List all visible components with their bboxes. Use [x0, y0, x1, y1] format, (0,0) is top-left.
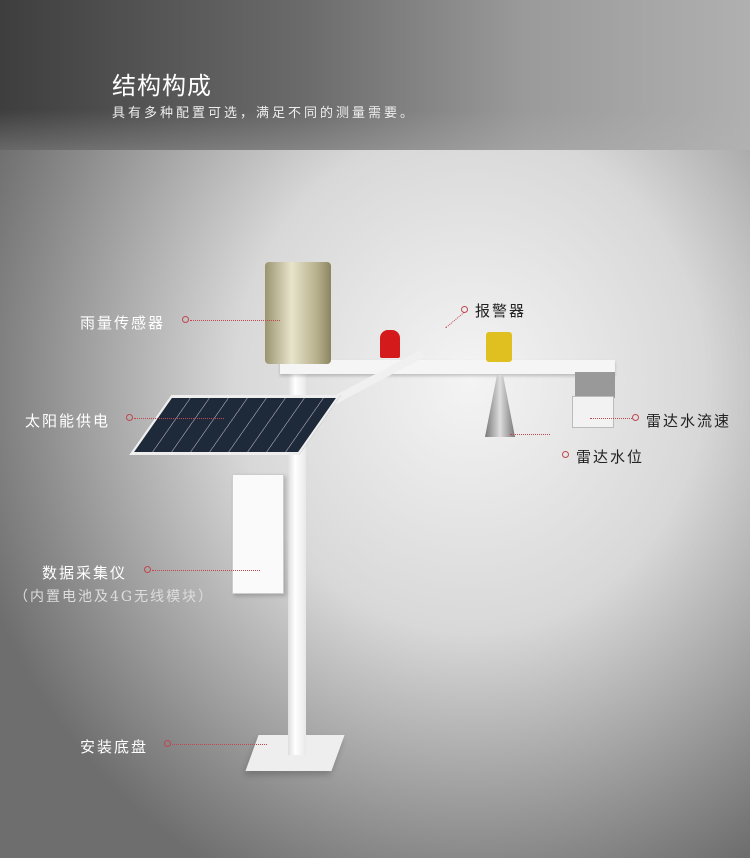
solar-panel — [128, 395, 342, 455]
main-pole — [288, 370, 306, 755]
callout-line — [172, 744, 267, 745]
radar-horn — [485, 375, 515, 437]
page-subtitle: 具有多种配置可选，满足不同的测量需要。 — [112, 106, 417, 121]
callout-line — [510, 434, 550, 435]
alarm-light — [380, 330, 400, 358]
callout-dot — [182, 316, 189, 323]
label-radar-level: 雷达水位 — [576, 448, 645, 466]
rain-gauge — [265, 262, 331, 364]
callout-dot — [461, 306, 468, 313]
callout-dot — [562, 451, 569, 458]
callout-line — [445, 312, 465, 329]
callout-dot — [164, 740, 171, 747]
header-band — [0, 0, 750, 150]
label-alarm: 报警器 — [475, 302, 527, 320]
radar-flow-sensor — [572, 396, 614, 428]
label-logger: 数据采集仪 — [42, 564, 128, 582]
callout-line — [590, 418, 632, 419]
label-radar-flow: 雷达水流速 — [646, 412, 732, 430]
callout-line — [134, 418, 224, 419]
callout-dot — [144, 566, 151, 573]
radar-level-head — [486, 332, 512, 362]
callout-line — [152, 570, 260, 571]
label-solar: 太阳能供电 — [25, 412, 111, 430]
label-rain-gauge: 雨量传感器 — [80, 314, 166, 332]
flow-bracket — [575, 372, 615, 398]
callout-dot — [126, 414, 133, 421]
label-base: 安装底盘 — [80, 738, 149, 756]
page-title: 结构构成 — [112, 72, 212, 100]
crossarm — [280, 360, 615, 374]
data-logger-box — [232, 474, 284, 594]
callout-dot — [632, 414, 639, 421]
callout-line — [190, 320, 280, 321]
label-logger-note: （内置电池及4G无线模块） — [14, 589, 215, 605]
